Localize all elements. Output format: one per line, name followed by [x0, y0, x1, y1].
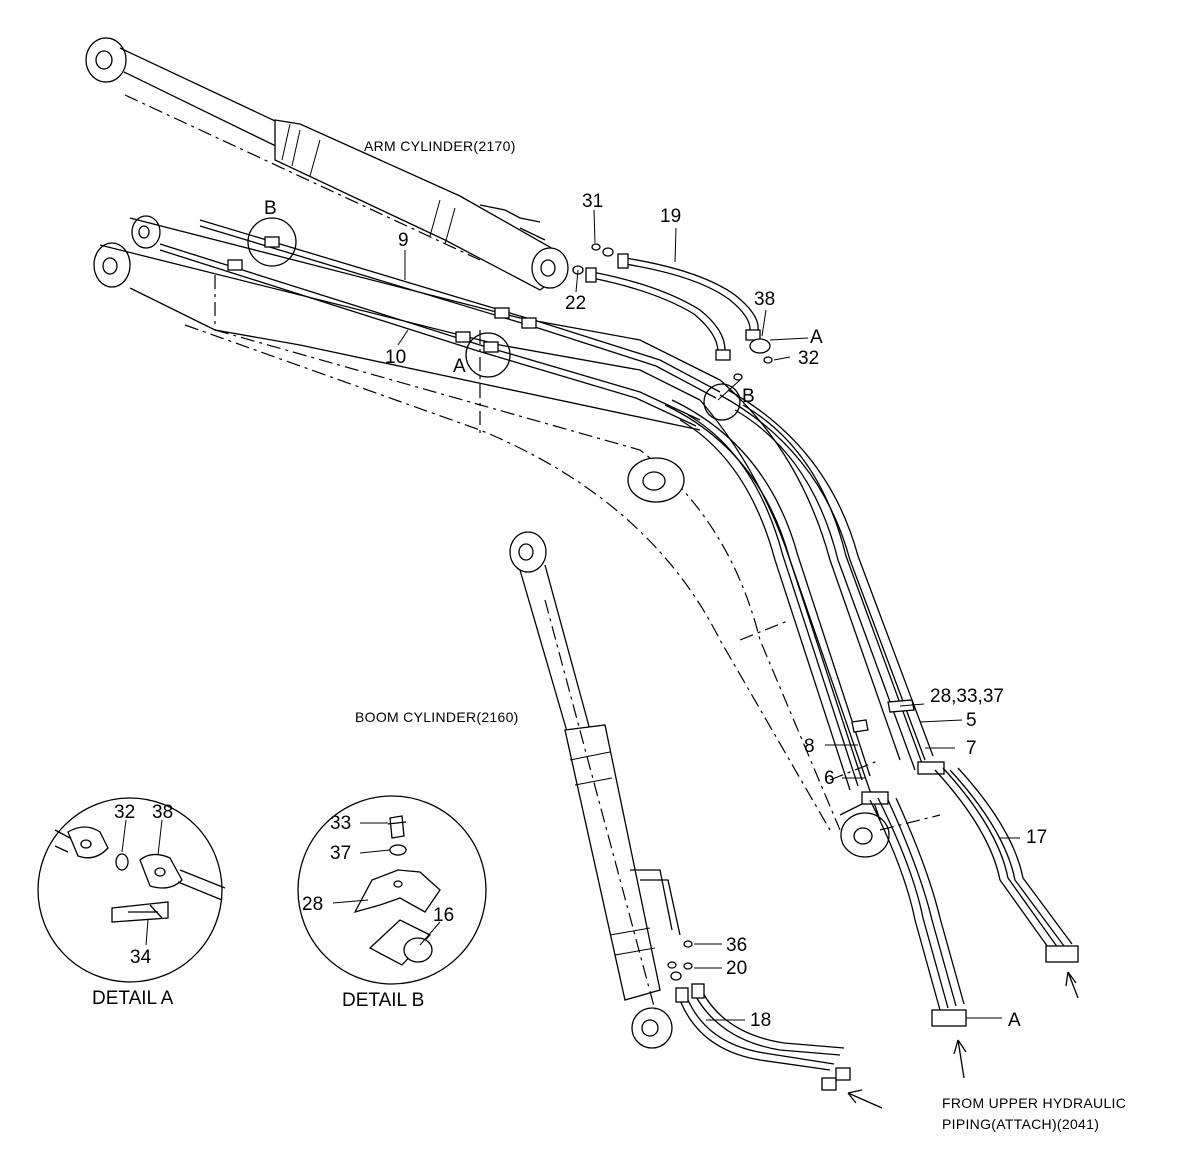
- part-22: 22: [565, 293, 586, 314]
- part-36: 36: [726, 935, 747, 956]
- detail-a-marker-upper: [465, 332, 511, 378]
- part-28-33-37: 28,33,37: [930, 686, 1004, 707]
- marker-b-lower: B: [742, 386, 755, 407]
- part-7: 7: [966, 738, 977, 759]
- arm-cylinder-label: ARM CYLINDER(2170): [364, 138, 516, 154]
- part-10: 10: [385, 347, 406, 368]
- boom-cylinder: [509, 531, 693, 1049]
- detail-a-part-34: 34: [130, 947, 152, 968]
- part-8: 8: [804, 736, 815, 757]
- marker-a-lower: A: [1008, 1010, 1021, 1031]
- part-6: 6: [824, 768, 835, 789]
- detail-b-part-33: 33: [330, 813, 351, 834]
- pipes-9-10: [159, 219, 721, 427]
- arm-cylinder: [85, 37, 569, 291]
- detail-b-title: DETAIL B: [342, 990, 424, 1011]
- boom-cylinder-label: BOOM CYLINDER(2160): [355, 709, 519, 725]
- detail-b: [297, 795, 487, 985]
- detail-b-part-37: 37: [330, 843, 351, 864]
- leader-lines: [397, 209, 1020, 1021]
- detail-b-marker-lower: [703, 383, 741, 421]
- source-label-line-2: PIPING(ATTACH)(2041): [942, 1116, 1099, 1132]
- hose-19: [572, 243, 773, 381]
- flow-arrows: [847, 971, 1079, 1109]
- part-9: 9: [398, 230, 409, 251]
- detail-a-part-38: 38: [152, 802, 173, 823]
- marker-a-hose-19: A: [810, 327, 823, 348]
- part-20: 20: [726, 958, 747, 979]
- detail-b-part-16: 16: [433, 905, 454, 926]
- part-38: 38: [754, 289, 775, 310]
- marker-a-upper: A: [453, 356, 466, 377]
- detail-b-marker-upper: [247, 217, 297, 267]
- part-32: 32: [798, 348, 819, 369]
- part-18: 18: [750, 1010, 771, 1031]
- part-5: 5: [966, 710, 977, 731]
- part-31: 31: [582, 191, 603, 212]
- hose-18: [675, 983, 851, 1091]
- part-19: 19: [660, 206, 681, 227]
- marker-b-upper: B: [264, 198, 277, 219]
- detail-a-part-32: 32: [114, 802, 135, 823]
- part-17: 17: [1026, 827, 1047, 848]
- source-label-line-1: FROM UPPER HYDRAULIC: [942, 1095, 1126, 1111]
- boom-pipes: [664, 389, 1079, 1027]
- detail-b-part-28: 28: [302, 894, 323, 915]
- detail-a-title: DETAIL A: [92, 988, 174, 1009]
- detail-a: [37, 797, 226, 983]
